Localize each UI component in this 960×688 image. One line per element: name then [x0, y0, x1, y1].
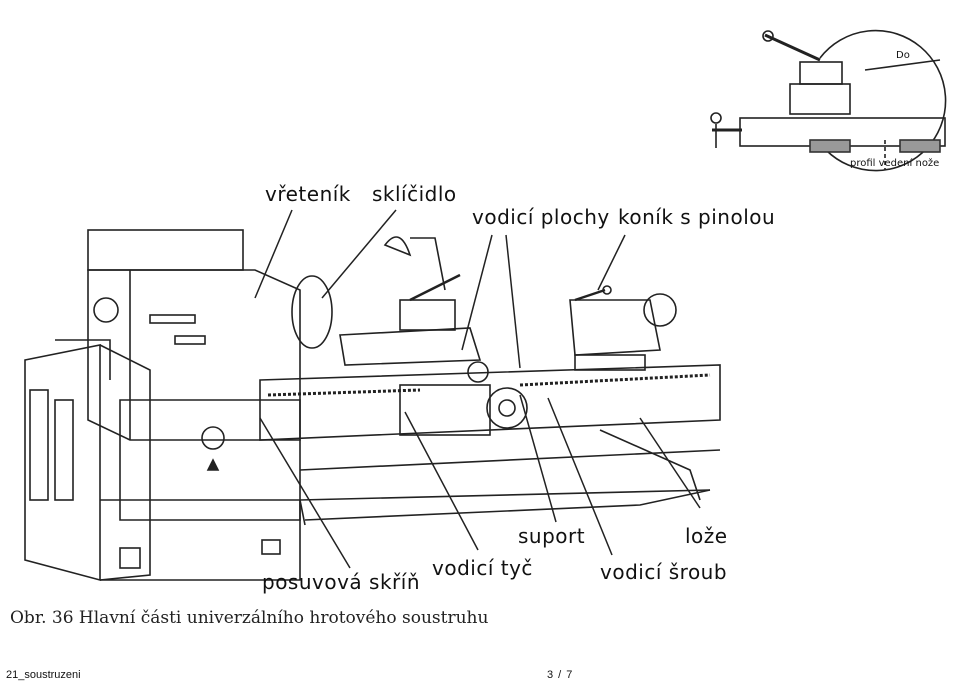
label-vodici-tyc: vodicí tyč — [432, 556, 533, 580]
gearbox-base — [24, 339, 301, 582]
label-konik: koník s pinolou — [618, 205, 776, 229]
label-loze: lože — [685, 524, 728, 548]
profile-label: profil vedení nože — [850, 158, 940, 169]
label-sklicidlo: sklíčidlo — [372, 182, 457, 206]
lathe-bed — [259, 364, 721, 526]
inset-diagram — [710, 29, 947, 172]
headstock — [87, 229, 333, 441]
diameter-label: Do — [896, 50, 910, 61]
label-suport: suport — [518, 524, 586, 548]
label-vretenik: vřeteník — [265, 182, 351, 206]
page-number: 3 / 7 — [547, 669, 574, 681]
label-posuvova-skrin: posuvová skříň — [262, 570, 421, 594]
figure-caption: Obr. 36 Hlavní části univerzálního hroto… — [10, 608, 489, 628]
document-name: 21_soustruzeni — [6, 669, 81, 681]
carriage — [339, 236, 528, 436]
tailstock — [569, 285, 677, 371]
label-vodici-sroub: vodicí šroub — [600, 560, 728, 584]
leader-lines — [254, 209, 701, 569]
label-vodici-plochy: vodicí plochy — [472, 205, 610, 229]
